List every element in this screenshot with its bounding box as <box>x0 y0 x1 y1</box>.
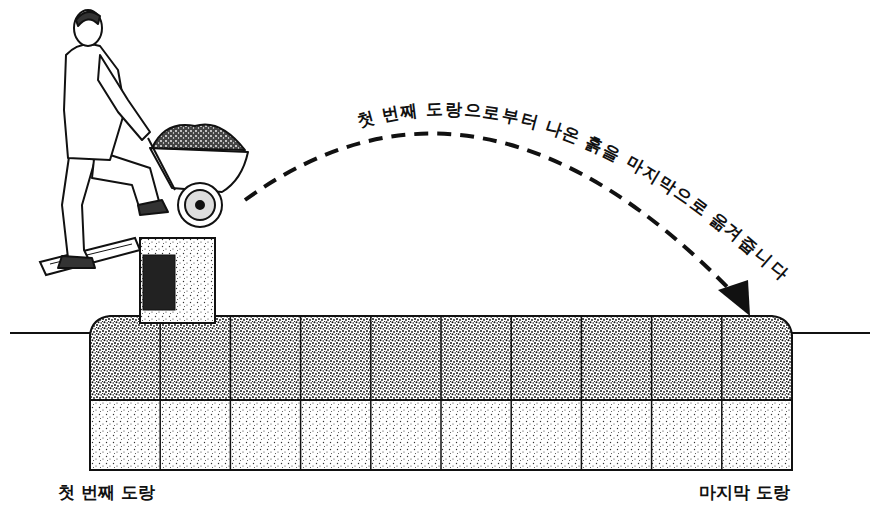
plank <box>40 238 140 275</box>
trench-label: 첫 번째 도랑 <box>58 481 155 504</box>
trench-wall <box>140 238 215 323</box>
ground-line <box>792 332 870 334</box>
man-figure <box>58 10 168 268</box>
ground-line <box>10 332 90 334</box>
transfer-arrow <box>245 134 735 295</box>
wheelbarrow <box>148 124 248 227</box>
trench-label: 마지막 도랑 <box>699 481 790 504</box>
trench-dividers <box>160 316 722 470</box>
trench-hole <box>143 255 175 310</box>
arrowhead <box>718 280 750 316</box>
